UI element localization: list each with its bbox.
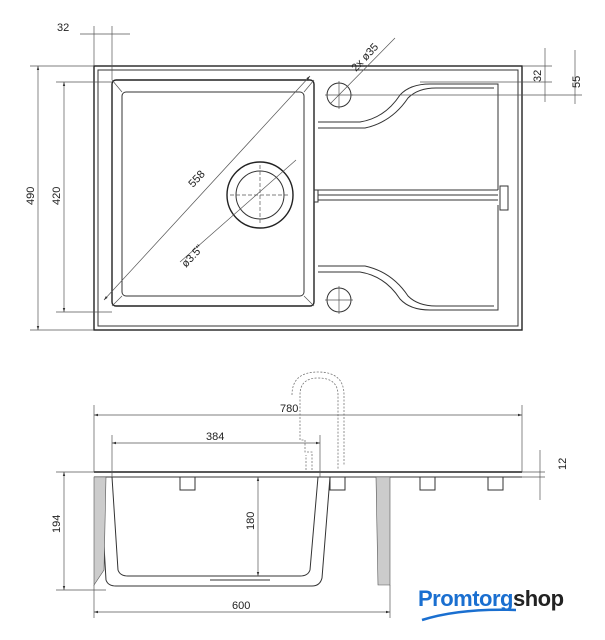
dim-bottom-width: 600: [232, 600, 250, 612]
dim-drain: ø3.5": [179, 243, 206, 270]
side-view: 780 384 12 194 180 600: [51, 371, 569, 618]
dim-bowl-depth: 180: [245, 512, 257, 530]
faucet-outline: [291, 371, 345, 470]
dim-depth-total: 194: [51, 515, 63, 533]
logo-swoosh: [421, 608, 517, 622]
drainboard-grooves: [313, 83, 509, 311]
dim-height-bowl: 420: [51, 187, 63, 205]
logo-part2: shop: [513, 586, 564, 611]
dim-length-total: 780: [280, 403, 298, 415]
brand-logo: Promtorgshop: [418, 586, 564, 612]
dim-bowl-length: 384: [206, 431, 224, 443]
dim-tap-holes: 2x ø35: [349, 41, 381, 74]
dim-top-offset: 32: [57, 22, 69, 34]
dim-height-total: 490: [25, 187, 37, 205]
dim-right-55: 55: [571, 76, 583, 88]
drain-icon: [226, 161, 294, 229]
dim-right-32: 32: [532, 70, 544, 82]
logo-part1: Promtorg: [418, 586, 514, 611]
dim-rim: 12: [557, 458, 569, 470]
dim-diagonal: 558: [186, 168, 207, 190]
sink-outline: [93, 65, 523, 331]
top-view: 32 490 420 558 ø3.5" 2x ø35 32 55: [25, 22, 583, 331]
tap-hole-icon: [325, 286, 353, 314]
